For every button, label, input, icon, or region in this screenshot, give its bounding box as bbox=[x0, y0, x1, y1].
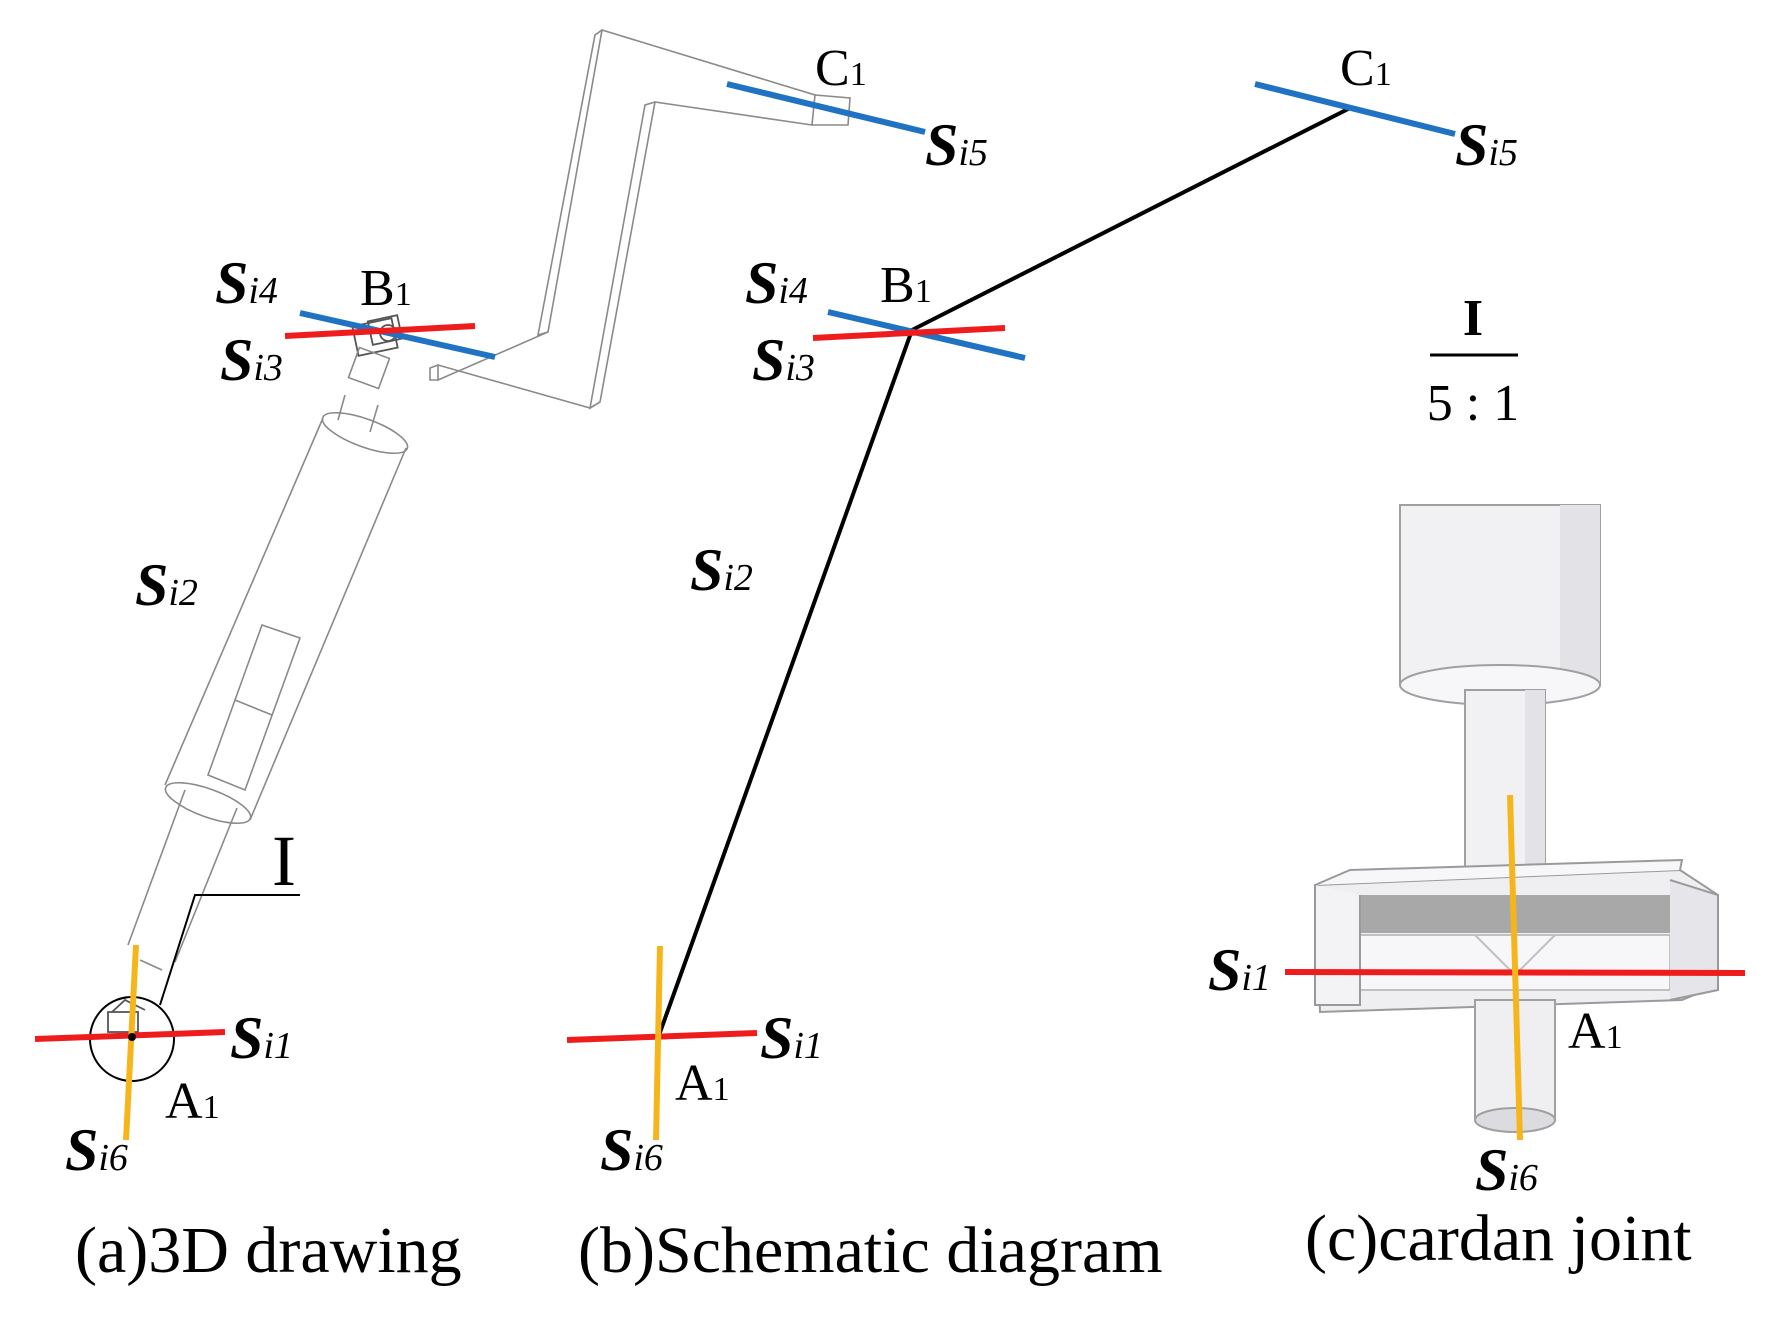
axis-s3-line-a bbox=[284, 323, 476, 339]
axis-s4-line-a bbox=[299, 310, 496, 360]
lower-shaft bbox=[1464, 689, 1546, 881]
point-b-label-a: B1 bbox=[360, 260, 412, 317]
axis-s1-line-b bbox=[566, 1030, 758, 1043]
axis-s5-label-b: Si5 bbox=[1455, 112, 1518, 178]
point-a-dot-a bbox=[128, 1033, 136, 1041]
axis-s6-line-a bbox=[123, 944, 139, 1141]
detail-leader-line bbox=[159, 894, 300, 1006]
axis-s4-label-b: Si4 bbox=[745, 250, 808, 316]
point-a-label-c: A1 bbox=[1568, 1003, 1623, 1060]
point-b-label-b: B1 bbox=[880, 257, 932, 314]
axis-s6-label-a: Si6 bbox=[65, 1117, 128, 1183]
panel-c-cardan-joint: I 5 : 1 Si1 bbox=[1208, 290, 1746, 1275]
axis-s3-label-a: Si3 bbox=[220, 327, 283, 393]
axis-s2-label-a: Si2 bbox=[135, 552, 198, 618]
caption-c: (c)cardan joint bbox=[1305, 1202, 1692, 1275]
upper-shaft bbox=[1399, 504, 1601, 706]
axis-s2-label-b: Si2 bbox=[690, 537, 753, 603]
cylinder-body bbox=[164, 394, 409, 825]
detail-marker-label: I bbox=[272, 821, 296, 901]
axis-s1-label-b: Si1 bbox=[760, 1005, 823, 1071]
point-a-label-a: A1 bbox=[165, 1073, 220, 1130]
point-c-label-a: C1 bbox=[815, 40, 867, 97]
caption-a: (a)3D drawing bbox=[75, 1214, 462, 1287]
axis-s6-label-b: Si6 bbox=[600, 1117, 663, 1183]
axis-s1-label-c: Si1 bbox=[1208, 937, 1271, 1003]
axis-s6-line-c bbox=[1507, 794, 1523, 1141]
panel-b-schematic: C1 Si5 B1 Si4 Si3 Si2 Si1 A1 Si6 (b)Sche… bbox=[566, 40, 1518, 1287]
detail-title: I bbox=[1463, 290, 1483, 347]
axis-s1-label-a: Si1 bbox=[230, 1005, 293, 1071]
axis-s5-line-b bbox=[1254, 81, 1456, 137]
axis-s3-line-b bbox=[812, 325, 1006, 341]
axis-s6-line-b bbox=[653, 945, 663, 1141]
link-a-b-c bbox=[656, 105, 1353, 1039]
piston-rod bbox=[127, 789, 238, 971]
caption-b: (b)Schematic diagram bbox=[578, 1214, 1163, 1287]
point-a-label-b: A1 bbox=[675, 1055, 730, 1112]
axis-s5-line-a bbox=[726, 81, 926, 135]
detail-scale: 5 : 1 bbox=[1427, 375, 1519, 432]
axis-s4-label-a: Si4 bbox=[215, 250, 278, 316]
point-c-label-b: C1 bbox=[1340, 40, 1392, 97]
axis-s5-label-a: Si5 bbox=[925, 112, 988, 178]
joint-a-part bbox=[107, 998, 146, 1033]
panel-a-3d-drawing: I C1 Si5 B1 Si4 Si3 Si2 Si1 A1 Si6 (a)3D… bbox=[34, 28, 988, 1287]
axis-s6-label-c: Si6 bbox=[1475, 1137, 1538, 1203]
axis-s3-label-b: Si3 bbox=[752, 327, 815, 393]
